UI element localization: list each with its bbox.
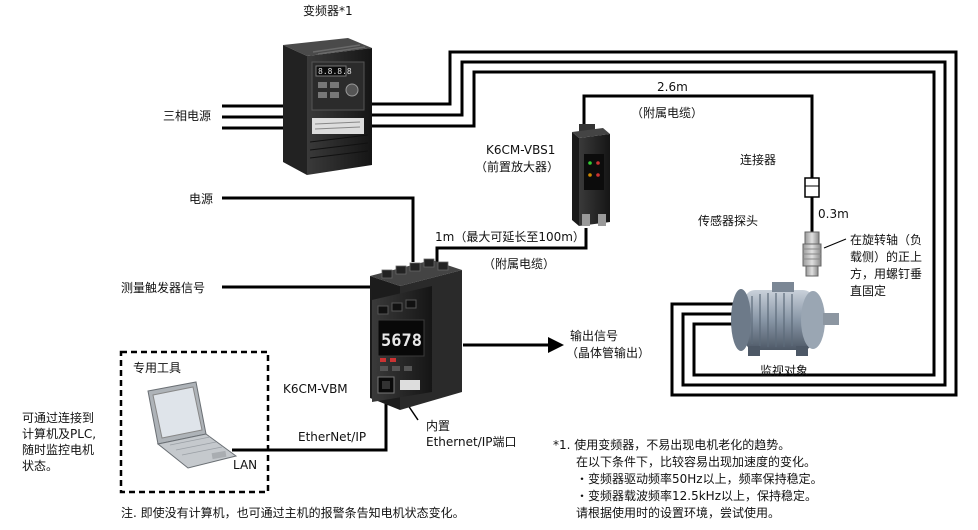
power-line — [222, 196, 415, 262]
cable-lower-label: （附属电缆） — [483, 257, 556, 271]
mount-note-3: 方，用螺钉垂 — [850, 267, 923, 281]
inverter-label: 变频器*1 — [303, 4, 353, 18]
port-label-1: 内置 — [426, 419, 451, 433]
motor-device — [731, 282, 839, 356]
inverter-device: 8.8.8.8 — [283, 38, 372, 175]
footnote-4: ・变频器载波频率12.5kHz以上，保持稳定。 — [576, 489, 817, 503]
laptop-device — [147, 381, 238, 469]
amp-desc-label: （前置放大器） — [475, 160, 560, 174]
connector-label: 连接器 — [740, 153, 777, 167]
footnote-5: 请根据使用时的设置环境，尝试使用。 — [576, 506, 781, 520]
output-arrowhead — [548, 337, 564, 353]
mount-note-2: 载侧）的正上 — [850, 250, 923, 264]
left-note-2: 计算机及PLC, — [22, 427, 97, 441]
sensor-probe-device — [802, 231, 822, 277]
port-label-2: Ethernet/IP端口 — [426, 435, 517, 449]
ethernet-line — [232, 402, 388, 452]
power-label: 电源 — [189, 192, 214, 206]
mount-note-1: 在旋转轴（负 — [850, 233, 923, 247]
three-phase-lines — [222, 104, 290, 130]
output-title-label: 输出信号 — [570, 329, 619, 343]
three-phase-label: 三相电源 — [163, 109, 212, 123]
left-note-3: 随时监控电机 — [22, 443, 95, 457]
amplifier-device — [572, 124, 610, 226]
dist-03-label: 0.3m — [818, 207, 849, 221]
main-model-label: K6CM-VBM — [283, 382, 348, 396]
trigger-label: 测量触发器信号 — [121, 281, 206, 295]
probe-label: 传感器探头 — [698, 214, 759, 228]
cable-1m — [435, 228, 588, 262]
ethernet-label: EtherNet/IP — [298, 430, 367, 444]
main-unit-display: 5678 — [381, 331, 422, 351]
footnote-2: 在以下条件下，比较容易出现加速度的变化。 — [576, 455, 817, 469]
bottom-note: 注. 即使没有计算机，也可通过主机的报警条告知电机状态变化。 — [121, 506, 465, 520]
monitored-label: 监视对象 — [760, 364, 809, 378]
left-note-4: 状态。 — [22, 459, 59, 473]
left-note-1: 可通过连接到 — [22, 411, 95, 425]
main-unit-device: 5678 — [370, 258, 462, 410]
amp-model-label: K6CM-VBS1 — [486, 143, 556, 157]
inverter-motor-lines — [370, 50, 958, 397]
lan-label: LAN — [233, 458, 258, 472]
mount-note-4: 直固定 — [850, 284, 887, 298]
output-desc-label: （晶体管输出） — [566, 346, 651, 360]
connector-device — [804, 177, 820, 198]
footnote-1: *1. 使用变频器，不易出现电机老化的趋势。 — [553, 438, 791, 452]
footnote-3: ・变频器驱动频率50Hz以上，频率保持稳定。 — [576, 472, 823, 486]
cable-upper-label: （附属电缆） — [631, 106, 704, 120]
tool-box — [119, 350, 270, 494]
cable-2-6m — [582, 94, 814, 178]
inverter-display: 8.8.8.8 — [318, 67, 352, 76]
dist-26-label: 2.6m — [657, 80, 688, 94]
dist-1m-label: 1m（最大可延长至100m） — [435, 230, 585, 244]
tool-label: 专用工具 — [133, 361, 182, 375]
